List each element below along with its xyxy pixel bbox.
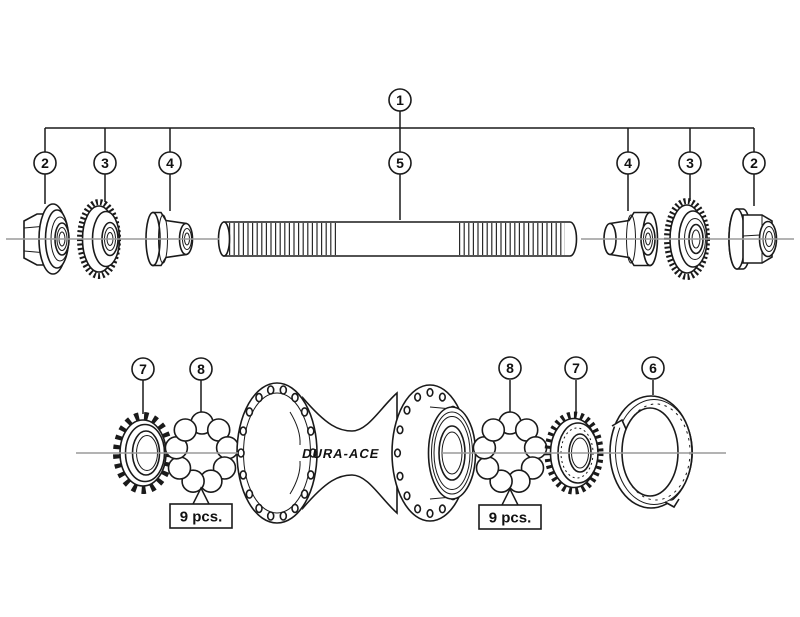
svg-text:8: 8 (506, 360, 514, 376)
svg-text:4: 4 (166, 155, 174, 171)
quantity-label-right: 9 pcs. (478, 487, 542, 530)
callout-8-left: 8 (189, 357, 213, 381)
hub-flange-left (236, 382, 318, 524)
svg-text:2: 2 (750, 155, 758, 171)
callout-6: 6 (641, 356, 665, 380)
svg-text:5: 5 (396, 155, 404, 171)
svg-text:2: 2 (41, 155, 49, 171)
bearing-balls-left (164, 411, 240, 494)
callout-leaders-bottom (142, 380, 654, 420)
callout-2-right: 2 (742, 151, 766, 175)
bearing-balls-right (472, 411, 548, 494)
svg-text:4: 4 (624, 155, 632, 171)
callout-3-right: 3 (678, 151, 702, 175)
svg-text:7: 7 (139, 361, 147, 377)
brand-label: DURA-ACE (301, 446, 381, 461)
callout-7-left: 7 (131, 357, 155, 381)
svg-text:1: 1 (396, 92, 404, 108)
svg-text:7: 7 (572, 360, 580, 376)
quantity-text: 9 pcs. (180, 509, 223, 526)
callout-8-right: 8 (498, 356, 522, 380)
callout-7-right: 7 (564, 356, 588, 380)
quantity-text: 9 pcs. (489, 510, 532, 527)
svg-text:8: 8 (197, 361, 205, 377)
svg-text:3: 3 (101, 155, 109, 171)
callout-bracket (44, 111, 755, 152)
callout-4-left: 4 (158, 151, 182, 175)
svg-text:6: 6 (649, 360, 657, 376)
hub-flange-right (391, 384, 477, 522)
quantity-label-left: 9 pcs. (169, 486, 233, 529)
callout-2-left: 2 (33, 151, 57, 175)
callout-leaders-top (44, 174, 755, 220)
callout-3-left: 3 (93, 151, 117, 175)
svg-text:3: 3 (686, 155, 694, 171)
callout-4-right: 4 (616, 151, 640, 175)
lockring (609, 395, 693, 509)
axle (217, 221, 578, 257)
hub-body: DURA-ACE (236, 382, 477, 524)
callout-1: 1 (388, 88, 412, 112)
callout-5: 5 (388, 151, 412, 175)
